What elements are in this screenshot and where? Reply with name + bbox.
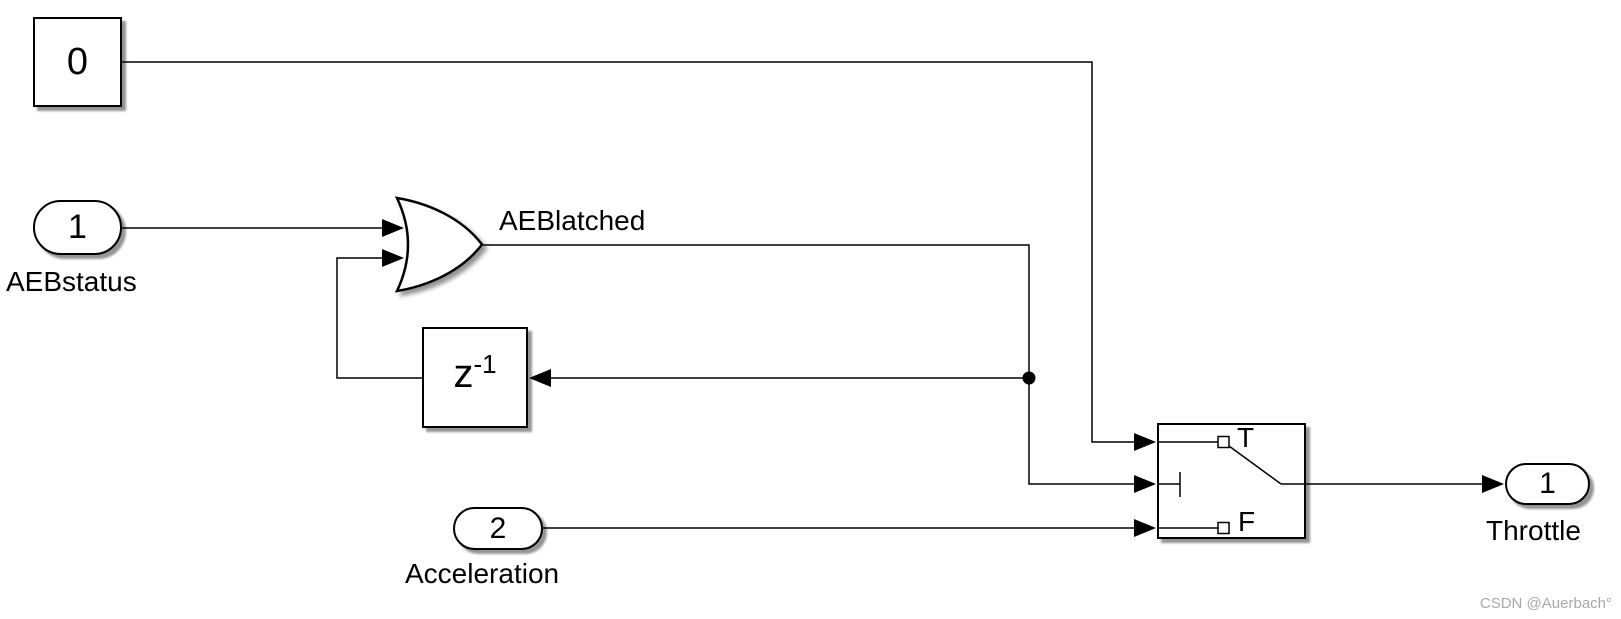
or-gate-shape: [394, 196, 484, 293]
wire-unitdelay-to-or-feedback[interactable]: [336, 249, 422, 379]
outport-throttle-label[interactable]: Throttle: [1486, 515, 1581, 546]
inport-acceleration[interactable]: 2: [453, 507, 543, 550]
inport-aebstatus-label[interactable]: AEBstatus: [6, 266, 137, 297]
wire-acceleration-to-switch-f[interactable]: [543, 519, 1156, 537]
constant-value: 0: [66, 40, 89, 83]
wire-segment: [122, 61, 1136, 443]
arrowhead-icon: [1482, 475, 1504, 493]
wire-constant-to-switch-t[interactable]: [122, 61, 1156, 451]
outport-throttle-number: 1: [1539, 467, 1556, 500]
arrowhead-icon: [1134, 433, 1156, 451]
arrowhead-icon: [1134, 475, 1156, 493]
wire-junction-to-unitdelay[interactable]: [529, 369, 1029, 387]
inport-aebstatus[interactable]: 1: [33, 200, 122, 255]
unit-delay-base: z: [453, 352, 474, 396]
switch-false-label: F: [1238, 506, 1256, 537]
switch-true-label: T: [1237, 422, 1255, 453]
arrowhead-icon: [529, 369, 551, 387]
arrowhead-icon: [1134, 519, 1156, 537]
inport-acceleration-label[interactable]: Acceleration: [405, 558, 560, 589]
or-gate-block[interactable]: [394, 196, 484, 293]
switch-selector-arm-icon: [1228, 445, 1282, 485]
unit-delay-block[interactable]: z-1: [422, 327, 528, 428]
wire-aebstatus-to-or[interactable]: [122, 219, 404, 237]
wire-segment: [483, 244, 1136, 485]
arrowhead-icon: [382, 219, 404, 237]
arrowhead-icon: [382, 249, 404, 267]
switch-internal-graphics: [1158, 435, 1305, 535]
outport-throttle[interactable]: 1: [1505, 463, 1590, 505]
wire-switch-to-throttle[interactable]: [1306, 475, 1504, 493]
watermark-text: CSDN @Auerbach°: [1479, 595, 1612, 612]
wire-or-to-switch-mid[interactable]: [483, 244, 1156, 493]
switch-t-port-square-icon: [1217, 435, 1230, 449]
constant-block[interactable]: 0: [33, 17, 122, 107]
unit-delay-text: z-1: [453, 351, 496, 404]
inport-acceleration-number: 2: [489, 511, 507, 545]
switch-f-port-square-icon: [1217, 521, 1230, 535]
signal-label-aeblatched[interactable]: AEBlatched: [499, 205, 646, 236]
wire-segment: [336, 257, 422, 379]
unit-delay-exponent: -1: [473, 349, 497, 379]
inport-aebstatus-number: 1: [68, 208, 87, 246]
